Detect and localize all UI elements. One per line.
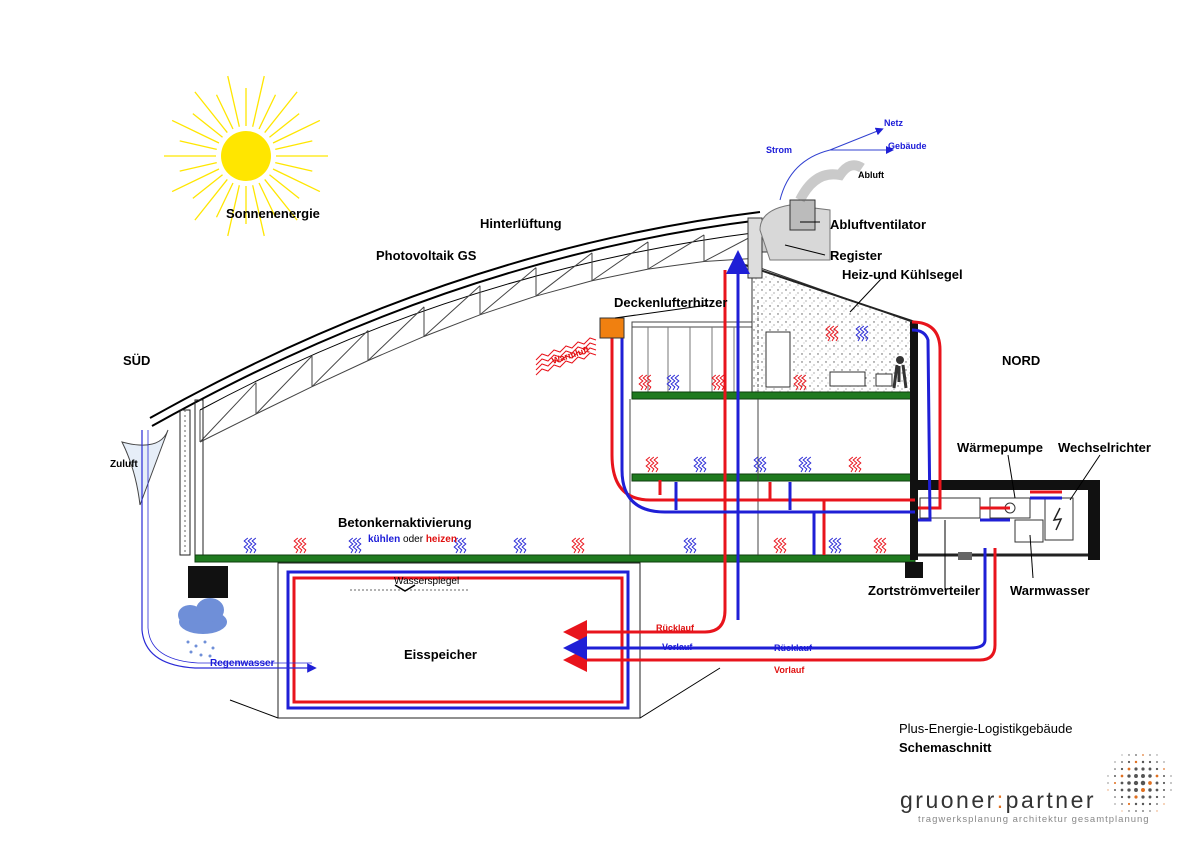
label-photovoltaik: Photovoltaik GS: [376, 248, 477, 263]
label-zortstroem: Zortströmverteiler: [868, 583, 980, 598]
upper-slab: [631, 391, 918, 400]
label-warmwasser: Warmwasser: [1010, 583, 1090, 598]
label-deckenlufterhitzer: Deckenlufterhitzer: [614, 295, 727, 310]
label-ruecklauf-1: Rücklauf: [656, 623, 695, 633]
label-abluft: Abluft: [858, 170, 884, 180]
label-vorlauf-2: Vorlauf: [774, 665, 805, 675]
label-heizkuehl: Heiz-und Kühlsegel: [842, 267, 963, 282]
svg-text:tragwerksplanung architektur g: tragwerksplanung architektur gesamtplanu…: [918, 814, 1150, 825]
label-ruecklauf-2: Rücklauf: [774, 643, 813, 653]
title-line-1: Plus-Energie-Logistikgebäude: [899, 721, 1072, 736]
label-wechselrichter: Wechselrichter: [1058, 440, 1151, 455]
ground-slab: [194, 554, 916, 563]
ceiling-air-heater: [599, 317, 625, 339]
label-waermepumpe: Wärmepumpe: [957, 440, 1043, 455]
label-hinterlueftung: Hinterlüftung: [480, 216, 562, 231]
label-nord: NORD: [1002, 353, 1040, 368]
label-netz: Netz: [884, 118, 904, 128]
title-line-2: Schemaschnitt: [899, 740, 992, 755]
zuluft-inlet: [121, 429, 169, 506]
rain-cloud-icon: [178, 598, 227, 658]
middle-slab: [631, 473, 918, 482]
label-gebaeude: Gebäude: [888, 141, 927, 151]
columns: [629, 300, 759, 555]
label-abluftventilator: Abluftventilator: [830, 217, 926, 232]
radiant-waves: [243, 325, 887, 554]
electricity-flow: [779, 127, 894, 201]
label-vorlauf-1: Vorlauf: [662, 642, 693, 652]
label-regenwasser: Regenwasser: [210, 658, 275, 669]
exhaust-fan: [747, 160, 865, 279]
label-kuehlen-heizen: kühlen oder heizen: [368, 534, 457, 545]
sun-icon: [164, 75, 328, 237]
rainwater-pipe: [141, 430, 317, 673]
company-logo: gruoner:partner tragwerksplanung archite…: [900, 754, 1172, 825]
label-zuluft: Zuluft: [110, 459, 138, 470]
north-wall: [905, 322, 923, 578]
label-sued: SÜD: [123, 353, 150, 368]
label-betonkern: Betonkernaktivierung: [338, 515, 472, 530]
south-wall: [179, 399, 228, 598]
office-building: [631, 264, 916, 393]
label-strom: Strom: [766, 145, 792, 155]
label-sun: Sonnenenergie: [226, 206, 320, 221]
label-eisspeicher: Eisspeicher: [404, 647, 477, 662]
label-wasserspiegel: Wasserspiegel: [394, 576, 459, 587]
label-register: Register: [830, 248, 882, 263]
svg-text:gruoner:partner: gruoner:partner: [900, 787, 1096, 813]
ice-storage-tank: [229, 562, 721, 719]
